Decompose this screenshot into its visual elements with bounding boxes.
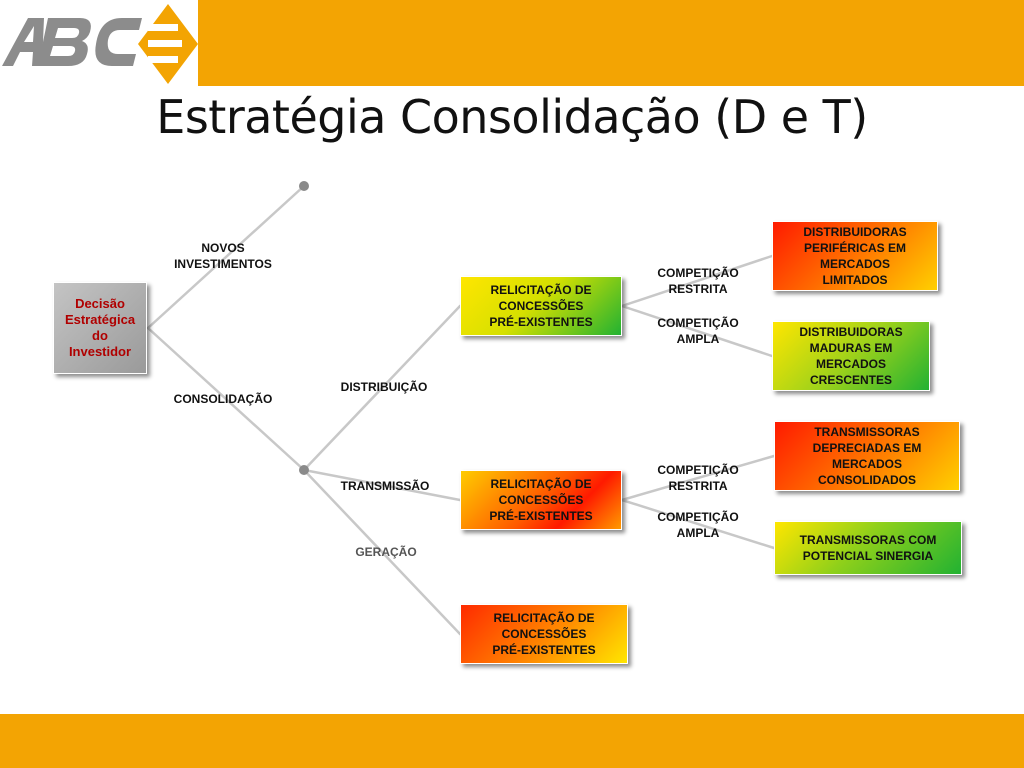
label-transmissao: TRANSMISSÃO <box>340 479 430 493</box>
header-bar <box>198 0 1024 86</box>
transmissoras-sinergia-box: TRANSMISSORAS COM POTENCIAL SINERGIA <box>774 521 962 575</box>
page-title: Estratégia Consolidação (D e T) <box>156 90 868 144</box>
decision-box: Decisão Estratégica do Investidor <box>53 282 147 374</box>
label-dist-competicao-restrita: COMPETIÇÃO RESTRITA <box>657 266 739 296</box>
label-geracao: GERAÇÃO <box>355 545 417 559</box>
branch-node <box>299 181 309 191</box>
footer-bar <box>0 714 1024 768</box>
relicitacao-transmissao-box: RELICITAÇÃO DE CONCESSÕES PRÉ-EXISTENTES <box>460 470 622 530</box>
abce-logo <box>2 4 198 84</box>
label-novos-investimentos: NOVOS INVESTIMENTOS <box>174 241 272 271</box>
transmissoras-depreciadas-box: TRANSMISSORAS DEPRECIADAS EM MERCADOS CO… <box>774 421 960 491</box>
label-trans-competicao-ampla: COMPETIÇÃO AMPLA <box>657 510 739 540</box>
relicitacao-distribuicao-box: RELICITAÇÃO DE CONCESSÕES PRÉ-EXISTENTES <box>460 276 622 336</box>
branch-node <box>299 465 309 475</box>
label-consolidacao: CONSOLIDAÇÃO <box>173 392 273 406</box>
label-dist-competicao-ampla: COMPETIÇÃO AMPLA <box>657 316 739 346</box>
relicitacao-geracao-box: RELICITAÇÃO DE CONCESSÕES PRÉ-EXISTENTES <box>460 604 628 664</box>
label-distribuicao: DISTRIBUIÇÃO <box>340 380 428 394</box>
distribuidoras-maduras-box: DISTRIBUIDORAS MADURAS EM MERCADOS CRESC… <box>772 321 930 391</box>
label-trans-competicao-restrita: COMPETIÇÃO RESTRITA <box>657 463 739 493</box>
distribuidoras-perifericas-box: DISTRIBUIDORAS PERIFÉRICAS EM MERCADOS L… <box>772 221 938 291</box>
